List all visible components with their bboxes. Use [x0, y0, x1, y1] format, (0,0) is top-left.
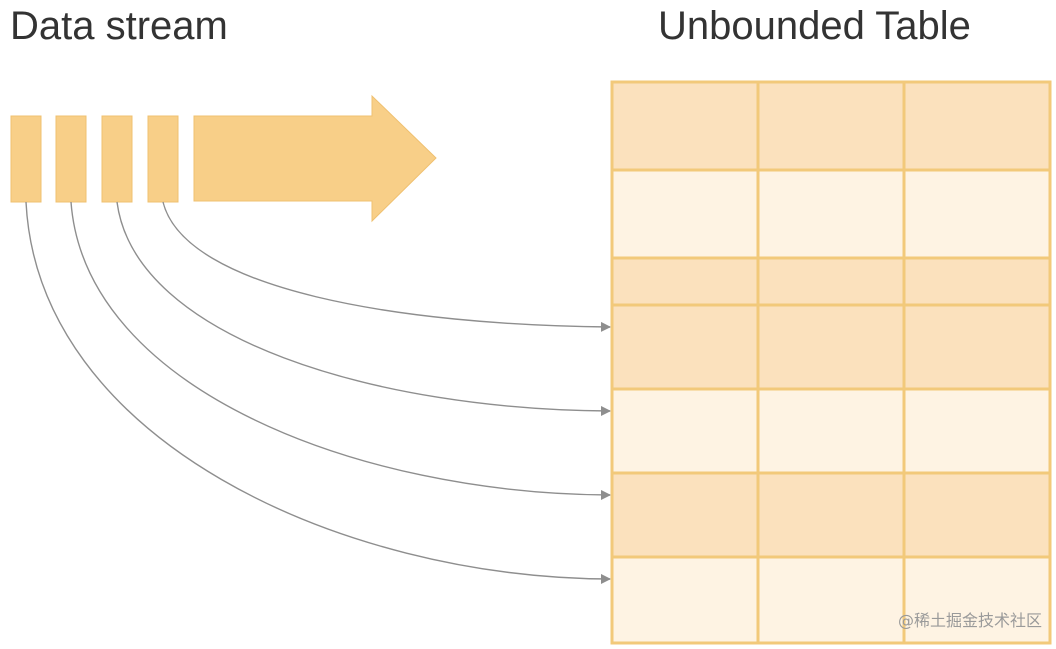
data-stream-title: Data stream: [10, 4, 228, 48]
connector-block-3: [116, 201, 611, 416]
stream-to-row-connectors: [25, 201, 611, 584]
connector-block-1: [25, 201, 611, 584]
stream-direction-arrow: [193, 94, 437, 223]
table-row-1: [612, 82, 1050, 170]
table-grid-lines: [610, 80, 1052, 645]
table-row-5: [612, 389, 1050, 473]
stream-block-3: [101, 115, 133, 203]
unbounded-table: [610, 80, 1052, 645]
stream-block-4: [147, 115, 179, 203]
table-row-2: [612, 170, 1050, 258]
table-row-3: [612, 258, 1050, 305]
table-row-7: [612, 557, 1050, 643]
data-stream-blocks: [10, 115, 179, 203]
watermark: @稀土掘金技术社区: [897, 611, 1042, 630]
connector-block-4: [162, 201, 611, 332]
connector-block-2: [70, 201, 611, 500]
stream-block-2: [55, 115, 87, 203]
table-row-4: [612, 305, 1050, 389]
unbounded-table-title: Unbounded Table: [658, 4, 971, 48]
stream-block-1: [10, 115, 42, 203]
table-row-6: [612, 473, 1050, 557]
